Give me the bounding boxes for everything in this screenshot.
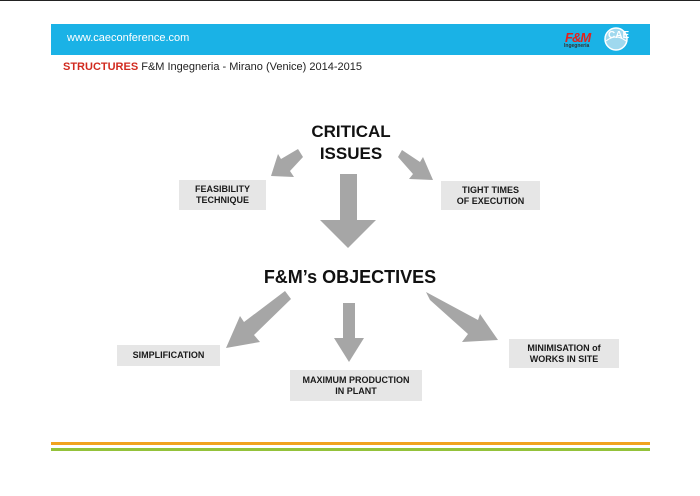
issue-label-line2: TECHNIQUE: [195, 195, 249, 205]
fm-logo-text: F&M: [565, 30, 591, 45]
arrow-to-simplification: [226, 291, 291, 348]
arrow-critical-to-objectives: [320, 174, 376, 248]
issue-label-line2: OF EXECUTION: [456, 195, 525, 206]
top-rule: [0, 0, 700, 1]
critical-line-1: CRITICAL: [311, 122, 391, 141]
footer-orange-rule: [51, 442, 650, 445]
arrow-to-minimisation: [426, 292, 498, 342]
objective-label-line2: WORKS IN SITE: [529, 353, 599, 364]
fm-logo-subtext: Ingegneria: [564, 43, 590, 49]
subtitle-text: F&M Ingegneria - Mirano (Venice) 2014-20…: [138, 61, 362, 73]
subtitle-accent: STRUCTURES: [63, 61, 139, 73]
cae-logo-text: CAE: [608, 30, 630, 41]
fm-logo: F&M Ingegneria: [563, 30, 597, 50]
header-bar: www.caeconference.com F&M Ingegneria CAE: [51, 24, 650, 55]
arrow-to-tight-times: [398, 150, 433, 180]
cae-logo: CAE: [603, 27, 629, 51]
site-url[interactable]: www.caeconference.com: [67, 32, 190, 44]
critical-issues-heading: CRITICAL ISSUES: [290, 121, 412, 165]
issue-label-line1: TIGHT TIMES: [461, 184, 519, 195]
objective-box-minimisation: MINIMISATION of WORKS IN SITE: [509, 339, 619, 368]
objective-box-maximum-production: MAXIMUM PRODUCTION IN PLANT: [290, 370, 422, 401]
objective-label-line2: IN PLANT: [335, 385, 377, 396]
critical-line-2: ISSUES: [319, 144, 383, 163]
arrow-to-feasibility: [271, 149, 303, 177]
arrow-to-maximum-production: [334, 303, 364, 362]
cae-globe-icon: [604, 27, 628, 51]
objective-label-line1: MINIMISATION of: [527, 342, 601, 353]
objectives-heading: F&M’s OBJECTIVES: [263, 267, 437, 287]
objective-label: SIMPLIFICATION: [132, 350, 205, 360]
issue-box-feasibility: FEASIBILITY TECHNIQUE: [179, 180, 266, 210]
objective-label-line1: MAXIMUM PRODUCTION: [302, 374, 410, 385]
footer-green-rule: [51, 448, 650, 451]
slide-subtitle: STRUCTURES F&M Ingegneria - Mirano (Veni…: [63, 61, 362, 73]
issue-box-tight-times: TIGHT TIMES OF EXECUTION: [441, 181, 540, 210]
issue-label-line1: FEASIBILITY: [194, 184, 250, 194]
objective-box-simplification: SIMPLIFICATION: [117, 345, 220, 366]
